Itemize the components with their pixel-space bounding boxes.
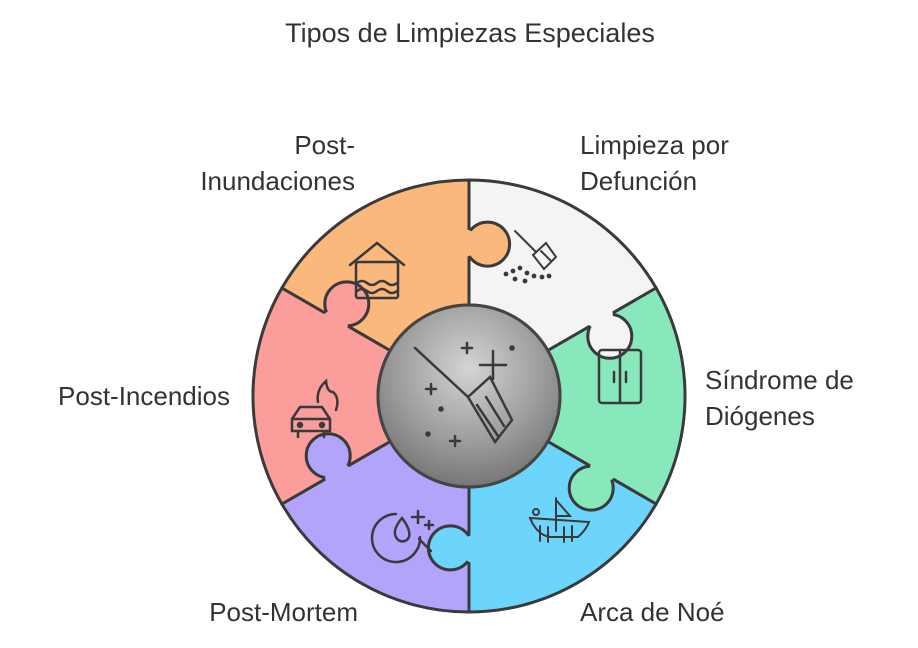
connectors-group [304,220,634,572]
puzzle-knob-seam [319,310,348,339]
puzzle-knob-seam [460,534,489,563]
broom-sparkle-icon [413,341,515,448]
label-post-mortem: Post-Mortem [209,597,358,627]
puzzle-knob-seam [584,300,613,329]
puzzle-knob-seam [449,229,478,258]
cabinet-icon [597,348,643,405]
diagram-title: Tipos de Limpiezas Especiales [285,18,655,48]
flooded-house-icon [348,241,406,300]
ark-ship-icon [528,497,591,543]
broom-sweep-icon [503,230,558,284]
car-fire-icon [290,378,339,439]
drop-search-sparkle-icon [370,509,435,564]
puzzle-knob-seam [590,453,619,482]
label-post-incendios: Post-Incendios [58,381,230,411]
label-arca-de-noe: Arca de Noé [580,597,725,627]
label-post-inundaciones: Post- Inundaciones [200,130,355,196]
label-limpieza-por-defuncion: Limpieza por Defunción [580,130,729,196]
label-sindrome-de-diogenes: Síndrome de Diógenes [705,365,854,431]
puzzle-knob-seam [325,463,354,492]
